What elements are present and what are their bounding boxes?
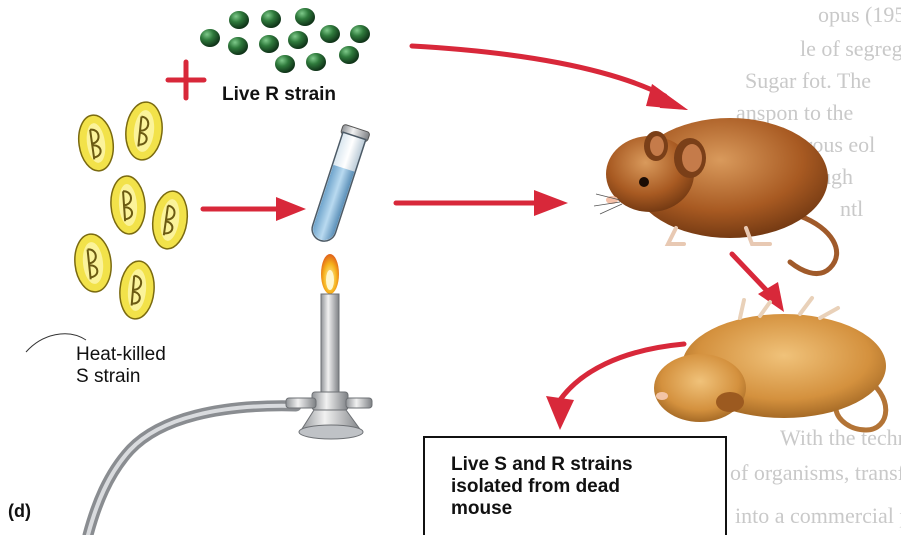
bg-line: of organisms, transformed them bbox=[730, 460, 901, 485]
bg-line: With the techniques of biology bbox=[780, 425, 901, 450]
result-box: Live S and R strains isolated from dead … bbox=[423, 436, 727, 535]
r-cell bbox=[275, 55, 295, 73]
s-capsule bbox=[149, 189, 191, 251]
gas-hose bbox=[88, 406, 296, 535]
r-cell bbox=[200, 29, 220, 47]
s-capsule bbox=[72, 232, 114, 293]
r-strain-cells bbox=[200, 8, 370, 73]
r-cell bbox=[288, 31, 308, 49]
arrow-mouse-to-dead bbox=[732, 254, 784, 312]
r-cell bbox=[259, 35, 279, 53]
r-cell bbox=[339, 46, 359, 64]
s-strain-capsules bbox=[72, 100, 191, 320]
r-cell bbox=[350, 25, 370, 43]
r-cell bbox=[320, 25, 340, 43]
arrow-r-strain-to-mouse bbox=[412, 46, 688, 110]
r-cell bbox=[228, 37, 248, 55]
heat-killed-line1: Heat-killed bbox=[76, 344, 216, 366]
live-r-strain-label: Live R strain bbox=[222, 84, 336, 106]
r-cell bbox=[295, 8, 315, 26]
arrow-capsules-to-tube bbox=[203, 197, 306, 221]
test-tube-icon bbox=[307, 124, 370, 245]
r-cell bbox=[229, 11, 249, 29]
r-cell bbox=[261, 10, 281, 28]
panel-label: (d) bbox=[8, 500, 31, 522]
heat-killed-line2: S strain bbox=[76, 366, 216, 388]
s-capsule bbox=[75, 113, 116, 173]
result-label: Live S and R strains isolated from dead … bbox=[451, 454, 671, 520]
bg-line: Sugar fot. The bbox=[745, 68, 871, 93]
heat-killed-s-strain-label: Heat-killed S strain bbox=[76, 344, 216, 388]
arrow-tube-to-mouse bbox=[396, 190, 568, 216]
bg-line: le of segreg bbox=[800, 36, 901, 61]
background-text: opus (1958 le of segreg Sugar fot. The a… bbox=[730, 2, 901, 528]
s-capsule bbox=[118, 260, 157, 321]
bg-line: ntl bbox=[840, 196, 863, 221]
dead-mouse-icon bbox=[654, 298, 886, 430]
s-capsule bbox=[123, 100, 165, 161]
bg-line: opus (1958 bbox=[818, 2, 901, 27]
bg-line: into a commercial product bbox=[735, 503, 901, 528]
live-mouse-icon bbox=[594, 118, 837, 274]
s-capsule bbox=[109, 175, 147, 235]
r-cell bbox=[306, 53, 326, 71]
plus-icon bbox=[168, 62, 204, 98]
